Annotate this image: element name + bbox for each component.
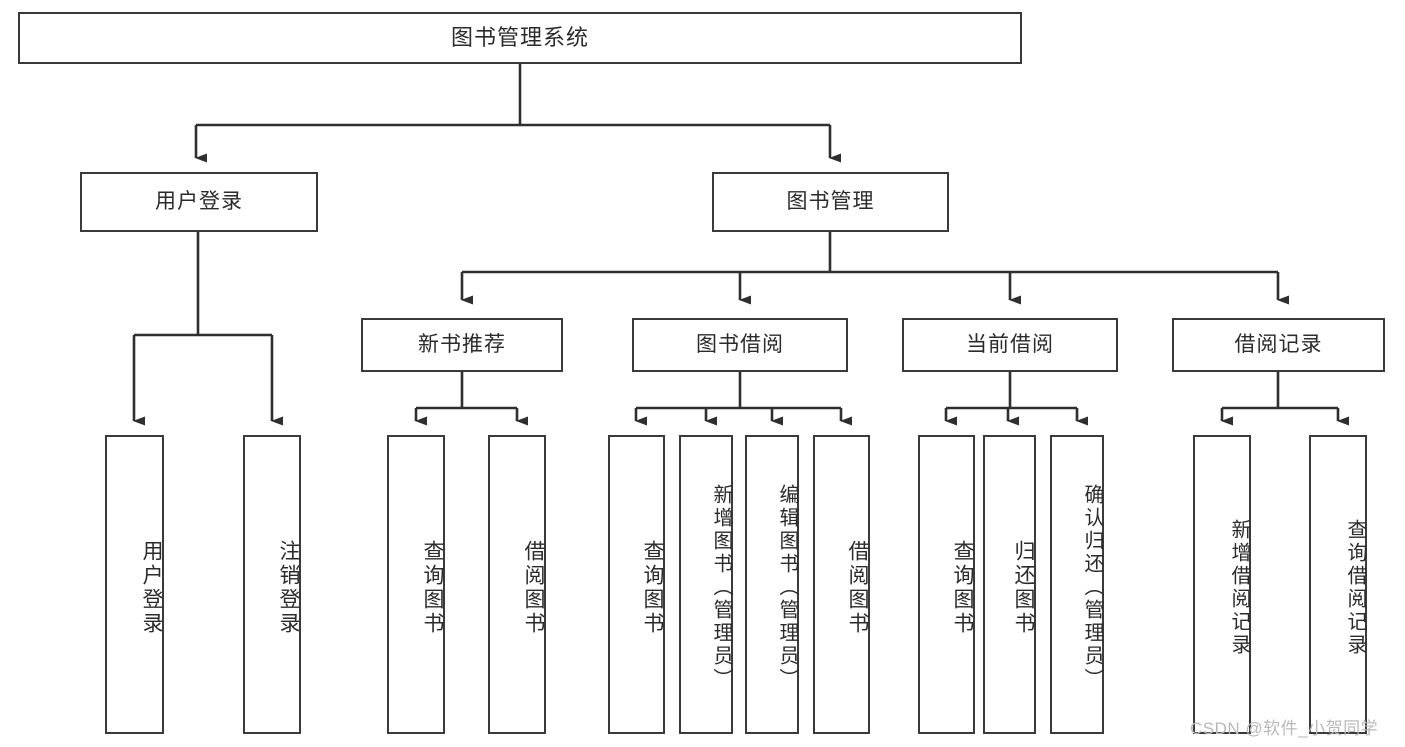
leaf-borrow-record-1[interactable]: 查询借阅记录 <box>1309 435 1367 734</box>
node-new-book-rec[interactable]: 新书推荐 <box>361 318 563 372</box>
node-label: 查询借阅记录 <box>1344 518 1366 657</box>
leaf-current-borrow-0[interactable]: 查询图书 <box>918 435 975 734</box>
node-book-manage[interactable]: 图书管理 <box>712 172 949 232</box>
leaf-book-borrow-1[interactable]: 新增图书（管理员） <box>679 435 733 734</box>
node-user-login[interactable]: 用户登录 <box>80 172 318 232</box>
node-book-borrow[interactable]: 图书借阅 <box>632 318 848 372</box>
node-label: 查询图书 <box>421 539 444 636</box>
leaf-borrow-record-0[interactable]: 新增借阅记录 <box>1193 435 1251 734</box>
node-root-system[interactable]: 图书管理系统 <box>18 12 1022 64</box>
node-label: 新书推荐 <box>418 333 506 357</box>
node-label: 注销登录 <box>277 539 300 636</box>
node-label: 借阅图书 <box>522 539 545 636</box>
node-label: 借阅图书 <box>846 539 869 636</box>
node-label: 查询图书 <box>951 539 974 636</box>
node-label: 图书管理系统 <box>450 24 589 50</box>
node-label: 确认归还（管理员） <box>1081 484 1103 691</box>
leaf-book-borrow-3[interactable]: 借阅图书 <box>813 435 870 734</box>
node-label: 图书借阅 <box>696 333 784 357</box>
leaf-new-book-rec-1[interactable]: 借阅图书 <box>488 435 546 734</box>
node-current-borrow[interactable]: 当前借阅 <box>902 318 1118 372</box>
csdn-watermark: CSDN @软件_小贺同学 <box>1190 719 1379 738</box>
leaf-new-book-rec-0[interactable]: 查询图书 <box>387 435 445 734</box>
leaf-book-borrow-2[interactable]: 编辑图书（管理员） <box>745 435 799 734</box>
node-label: 用户登录 <box>140 539 163 636</box>
node-label: 当前借阅 <box>966 333 1054 357</box>
node-label: 归还图书 <box>1012 539 1035 636</box>
leaf-book-borrow-0[interactable]: 查询图书 <box>608 435 665 734</box>
leaf-user-login-1[interactable]: 注销登录 <box>243 435 301 734</box>
leaf-current-borrow-2[interactable]: 确认归还（管理员） <box>1050 435 1104 734</box>
node-label: 借阅记录 <box>1234 333 1323 357</box>
node-label: 编辑图书（管理员） <box>776 484 798 691</box>
node-label: 用户登录 <box>155 190 243 214</box>
node-label: 新增借阅记录 <box>1228 518 1250 657</box>
leaf-current-borrow-1[interactable]: 归还图书 <box>983 435 1036 734</box>
leaf-user-login-0[interactable]: 用户登录 <box>105 435 164 734</box>
node-label: 查询图书 <box>641 539 664 636</box>
node-label: 新增图书（管理员） <box>710 484 732 691</box>
node-label: 图书管理 <box>786 190 875 214</box>
node-borrow-record[interactable]: 借阅记录 <box>1172 318 1385 372</box>
